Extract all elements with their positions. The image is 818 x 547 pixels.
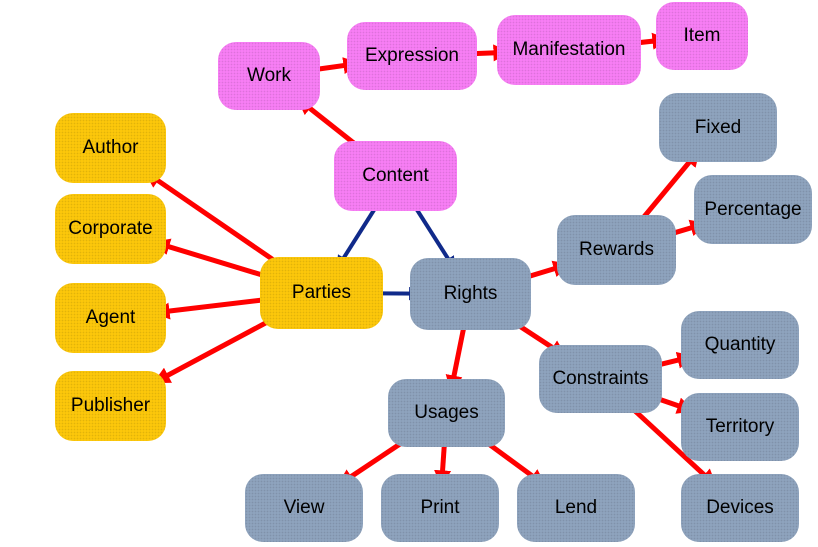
manifestation-node: Manifestation — [497, 15, 641, 85]
author-node: Author — [55, 113, 166, 183]
edge-parties-corporate — [152, 238, 271, 280]
percentage-node: Percentage — [694, 175, 812, 244]
edge-rights-usages — [445, 319, 468, 393]
edge-parties-agent — [152, 296, 271, 320]
view-node: View — [245, 474, 363, 542]
constraints-node: Constraints — [539, 345, 662, 413]
work-node: Work — [218, 42, 320, 110]
agent-node: Agent — [55, 283, 166, 353]
fixed-node: Fixed — [659, 93, 777, 162]
expression-node: Expression — [347, 22, 477, 90]
quantity-node: Quantity — [681, 311, 799, 379]
edge-parties-author — [144, 170, 286, 270]
edge-content-rights — [405, 191, 456, 271]
lend-node: Lend — [517, 474, 635, 542]
rewards-node: Rewards — [557, 215, 676, 285]
edge-rewards-fixed — [635, 149, 700, 227]
publisher-node: Publisher — [55, 371, 166, 441]
edge-constraints-devices — [624, 401, 717, 487]
edge-content-parties — [336, 191, 386, 270]
corporate-node: Corporate — [55, 194, 166, 264]
item-node: Item — [656, 2, 748, 70]
devices-node: Devices — [681, 474, 799, 542]
print-node: Print — [381, 474, 499, 542]
rights-node: Rights — [410, 258, 531, 330]
edge-parties-publisher — [153, 316, 275, 384]
content-node: Content — [334, 141, 457, 211]
territory-node: Territory — [681, 393, 799, 461]
usages-node: Usages — [388, 379, 505, 447]
parties-node: Parties — [260, 257, 383, 329]
